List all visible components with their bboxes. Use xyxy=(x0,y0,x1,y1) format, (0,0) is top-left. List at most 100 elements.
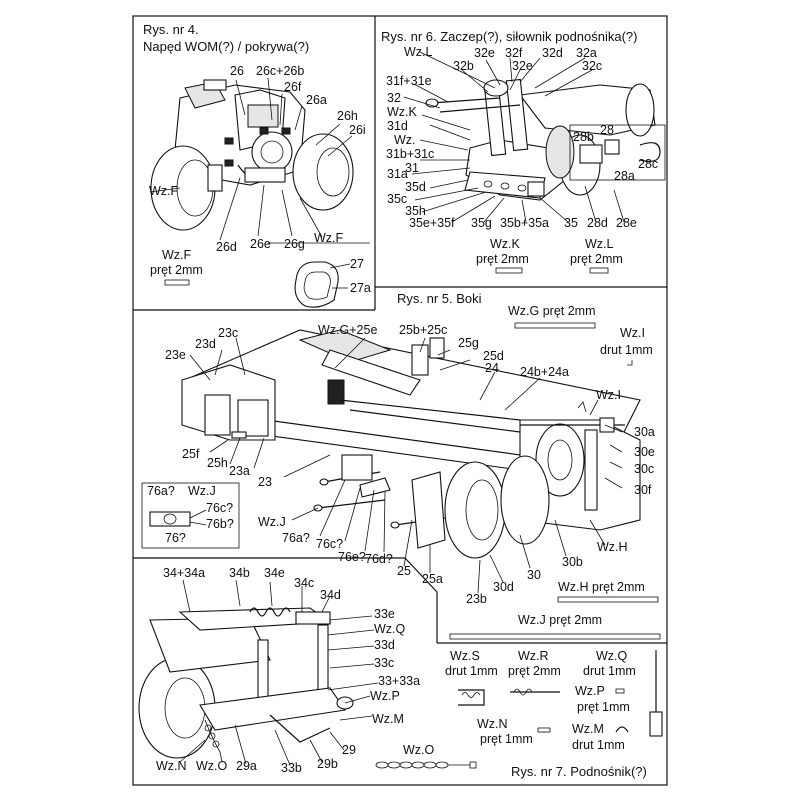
p5-label: 30 xyxy=(527,568,541,582)
p5-label: 30b xyxy=(562,555,583,569)
p4-wire-f-desc: pręt 2mm xyxy=(150,263,203,277)
p6-label: 32b xyxy=(453,59,474,73)
p7-label: 34e xyxy=(264,566,285,580)
p7-wire-o-name: Wz.O xyxy=(403,743,435,757)
p4-label: 26 xyxy=(230,64,244,78)
p7-label: 34b xyxy=(229,566,250,580)
p4-title-line1: Rys. nr 4. xyxy=(143,22,199,37)
p6-label: 31 xyxy=(405,161,419,175)
p7-wire-p-desc: pręt 1mm xyxy=(577,700,630,714)
p6-label: 32d xyxy=(542,46,563,60)
p5-label: 24 xyxy=(485,361,499,375)
p6-label: 31f+31e xyxy=(386,74,432,88)
p5-label: 25 xyxy=(397,564,411,578)
p4-label: Wz.F xyxy=(149,184,179,198)
p5-label: 76c? xyxy=(316,537,344,551)
p5-label: 30e xyxy=(634,445,655,459)
p7-label: 29b xyxy=(317,757,338,771)
p5-label: 25b+25c xyxy=(399,323,448,337)
p4-label: 26c+26b xyxy=(256,64,305,78)
p7-label: 34+34a xyxy=(163,566,206,580)
p5-label: 25f xyxy=(182,447,200,461)
p6-drawing xyxy=(403,51,666,274)
p7-wire-s-name: Wz.S xyxy=(450,649,480,663)
p7-label: Wz.Q xyxy=(374,622,406,636)
p4-label: 27 xyxy=(350,257,364,271)
p6-wire-l-desc: pręt 2mm xyxy=(570,252,623,266)
divider-p5-diagonal xyxy=(404,557,438,593)
p4-label: Wz.F xyxy=(314,231,344,245)
p5-label: 76d? xyxy=(365,552,393,566)
p5-wire-i-name: Wz.I xyxy=(620,326,645,340)
p6-label: 32e xyxy=(474,46,495,60)
p5-label: 23e xyxy=(165,348,186,362)
p7-label: Wz.N xyxy=(156,759,187,773)
p5-label: Wz.H xyxy=(597,540,628,554)
p5-label: 30d xyxy=(493,580,514,594)
p5-title: Rys. nr 5. Boki xyxy=(397,291,482,306)
p6-label: 35d xyxy=(405,180,426,194)
p5-label: 25d xyxy=(483,349,504,363)
p5-wire-h: Wz.H pręt 2mm xyxy=(558,580,645,594)
p5-inset-label: 76a? xyxy=(147,484,175,498)
p4-label: 27a xyxy=(350,281,371,295)
p6-label: 31b+31c xyxy=(386,147,435,161)
p7-label: 34d xyxy=(320,588,341,602)
p6-wire-k-name: Wz.K xyxy=(490,237,520,251)
p6-label: 35 xyxy=(564,216,578,230)
p7-wire-n-name: Wz.N xyxy=(477,717,508,731)
p5-wire-i-desc: drut 1mm xyxy=(600,343,653,357)
p7-label: Wz.M xyxy=(372,712,404,726)
p7-label: 33c xyxy=(374,656,395,670)
p6-label: 31a xyxy=(387,167,408,181)
p6-label: 28e xyxy=(616,216,637,230)
p5-label: Wz.J xyxy=(258,515,286,529)
p5-label: 30f xyxy=(634,483,652,497)
p6-label: 32f xyxy=(505,46,523,60)
p4-label: 26i xyxy=(349,123,366,137)
p6-label: Wz.K xyxy=(387,105,417,119)
p7-wire-n-desc: pręt 1mm xyxy=(480,732,533,746)
p4-title-line2: Napęd WOM(?) / pokrywa(?) xyxy=(143,39,310,54)
p7-label: 33d xyxy=(374,638,395,652)
p6-label: 35c xyxy=(387,192,408,206)
p6-wire-l-name: Wz.L xyxy=(585,237,614,251)
p4-label: 26d xyxy=(216,240,237,254)
p6-title: Rys. nr 6. Zaczep(?), siłownik podnośnik… xyxy=(381,29,638,44)
p5-label: 25g xyxy=(458,336,479,350)
p6-label: 28b xyxy=(573,130,594,144)
p5-label: 23a xyxy=(229,464,250,478)
p5-wire-j: Wz.J pręt 2mm xyxy=(518,613,603,627)
p5-label: 25a xyxy=(422,572,443,586)
p7-wire-q-desc: drut 1mm xyxy=(583,664,636,678)
p5-drawing xyxy=(141,322,661,640)
p7-drawing xyxy=(138,579,663,769)
p6-label: 32a xyxy=(576,46,597,60)
p7-label: 33+33a xyxy=(378,674,421,688)
p5-inset-label: 76b? xyxy=(206,517,234,531)
p5-wire-g: Wz.G pręt 2mm xyxy=(508,304,596,318)
p5-label: Wz.I xyxy=(596,388,621,402)
p5-label: 30a xyxy=(634,425,655,439)
p6-label: 28 xyxy=(600,123,614,137)
p7-wire-r-desc: pręt 2mm xyxy=(508,664,561,678)
p7-label: 34c xyxy=(294,576,315,590)
p6-label: 35e+35f xyxy=(409,216,455,230)
p4-label: 26a xyxy=(306,93,327,107)
p5-inset-label: 76c? xyxy=(206,501,234,515)
p6-label: Wz.L xyxy=(404,45,433,59)
p7-wire-r-name: Wz.R xyxy=(518,649,549,663)
p4-label: 26f xyxy=(284,80,302,94)
p5-inset-label: 76? xyxy=(165,531,186,545)
p5-label: 76a? xyxy=(282,531,310,545)
p6-label: 35g xyxy=(471,216,492,230)
p7-label: 33e xyxy=(374,607,395,621)
p7-wire-q-name: Wz.Q xyxy=(596,649,628,663)
p6-label: 35h xyxy=(405,204,426,218)
p7-wire-p-name: Wz.P xyxy=(575,684,605,698)
p7-label: Wz.O xyxy=(196,759,228,773)
p5-label: Wz.G+25e xyxy=(318,323,378,337)
p7-label: Wz.P xyxy=(370,689,400,703)
p5-label: 23c xyxy=(218,326,239,340)
